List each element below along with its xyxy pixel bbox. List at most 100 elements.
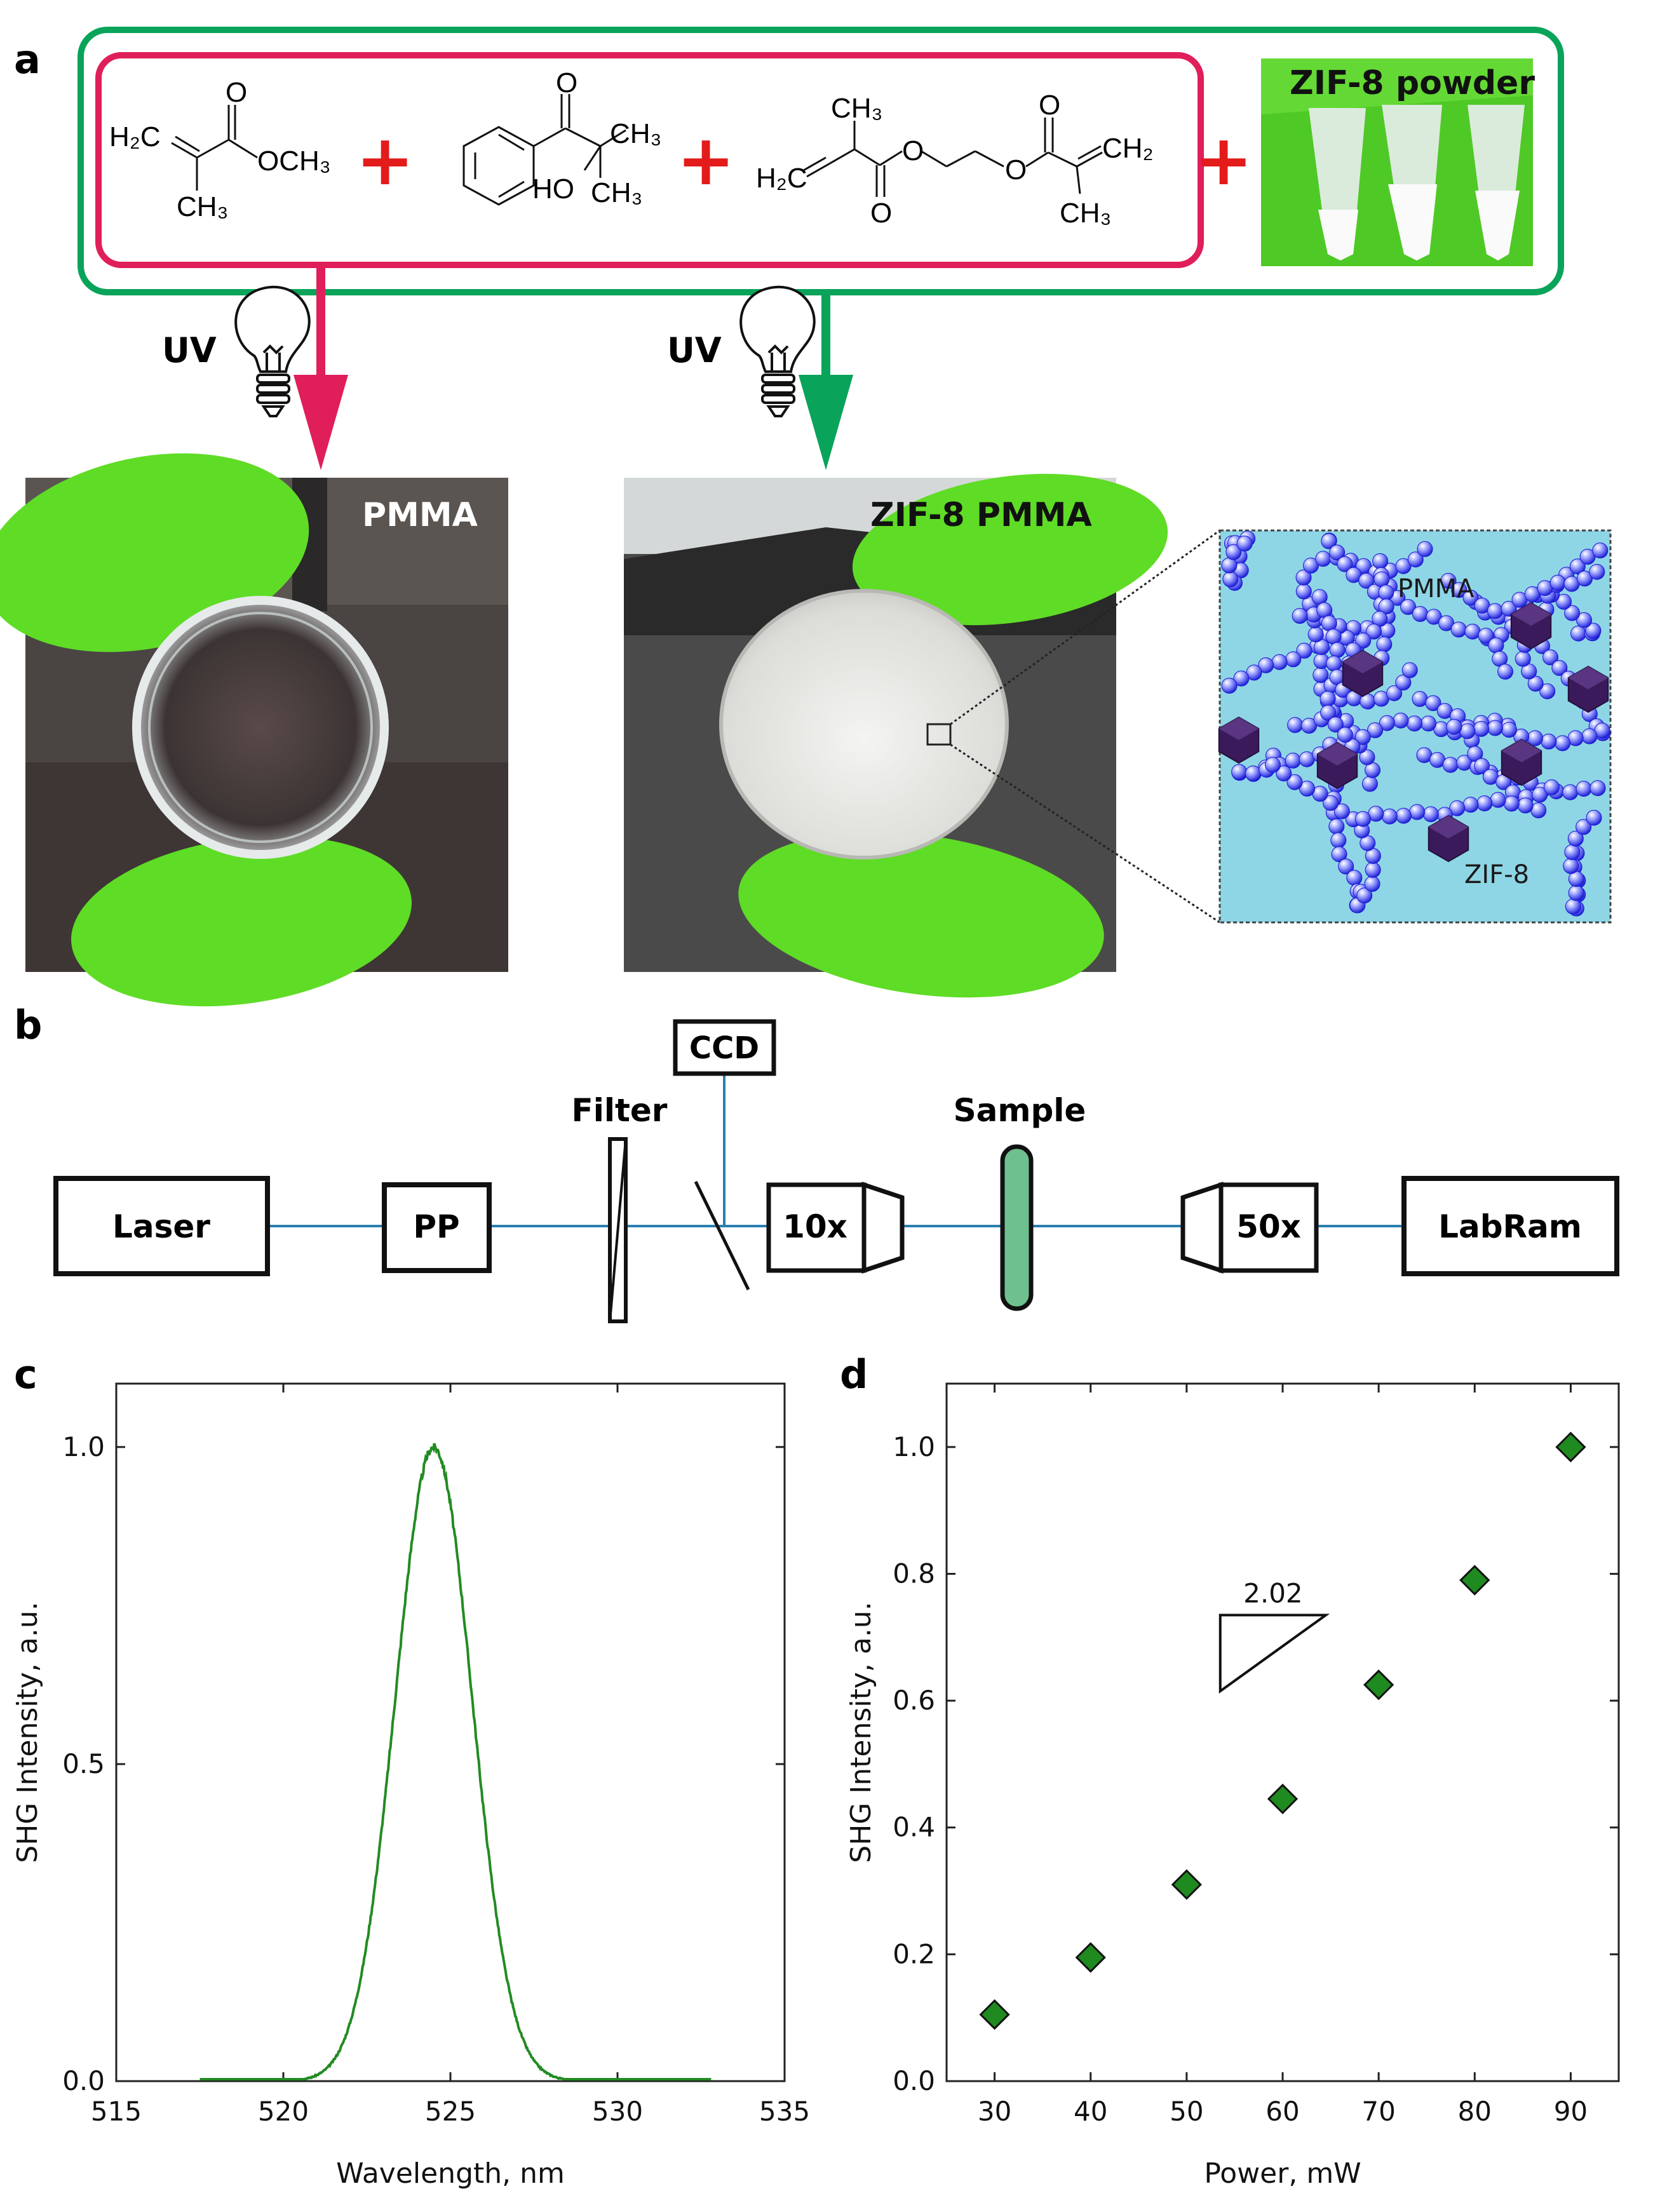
ccd-box xyxy=(673,1019,776,1076)
x-tick-label: 530 xyxy=(592,2096,643,2127)
initiator-ch3-bottom: CH₃ xyxy=(591,177,642,208)
pmma-sphere xyxy=(1323,795,1339,811)
powder-label: ZIF-8 powder xyxy=(1290,64,1535,102)
pmma-sphere xyxy=(1585,623,1602,639)
pmma-sphere xyxy=(1395,558,1412,574)
pmma-sphere xyxy=(1231,764,1248,780)
zif8-crystal-facet xyxy=(1511,603,1551,626)
pmma-disc-photo xyxy=(0,453,508,1007)
data-point xyxy=(1267,1783,1299,1814)
uv-label-2: UV xyxy=(667,330,722,370)
laser-label: Laser xyxy=(112,1208,210,1245)
pmma-sphere xyxy=(1551,660,1568,676)
pmma-sphere xyxy=(1386,685,1403,701)
crosslinker-structure xyxy=(803,118,1103,197)
crosslinker-o-carbonyl1: O xyxy=(870,198,892,229)
pmma-sphere xyxy=(1338,858,1354,875)
y-tick-label: 0.2 xyxy=(893,1938,935,1969)
data-point xyxy=(1171,1869,1202,1900)
pmma-sphere xyxy=(1276,765,1292,781)
pmma-sphere xyxy=(1589,780,1606,797)
pmma-sphere xyxy=(1555,735,1571,752)
pmma-sphere xyxy=(1407,715,1422,732)
beam-splitter xyxy=(694,1180,750,1291)
pmma-sphere xyxy=(1490,792,1506,808)
x-tick-label: 30 xyxy=(978,2096,1011,2127)
labram-label: LabRam xyxy=(1438,1208,1582,1245)
pmma-sphere xyxy=(1325,628,1342,645)
pmma-sphere xyxy=(1476,795,1493,812)
pmma-sphere xyxy=(1379,715,1395,731)
pmma-sphere xyxy=(1367,722,1383,738)
pmma-sphere xyxy=(1589,563,1605,580)
pmma-sphere xyxy=(1438,615,1455,631)
pmma-sphere xyxy=(1450,621,1467,638)
y-axis-label: SHG Intensity, a.u. xyxy=(11,1602,44,1863)
pmma-sphere xyxy=(1337,727,1353,743)
pmma-sphere xyxy=(1544,779,1560,795)
pmma-sphere xyxy=(1329,544,1346,561)
slope-triangle xyxy=(1218,1614,1330,1694)
pmma-sphere xyxy=(1364,875,1380,892)
pmma-sphere xyxy=(1393,712,1409,729)
pmma-sphere xyxy=(1328,818,1345,835)
pmma-sphere xyxy=(1222,571,1239,588)
pmma-sphere xyxy=(1346,870,1363,886)
pmma-sphere xyxy=(1576,612,1592,628)
pmma-sphere xyxy=(1562,784,1579,800)
initiator-ch3-right: CH₃ xyxy=(610,118,661,149)
red-frame xyxy=(95,52,1204,268)
x-tick-label: 70 xyxy=(1361,2096,1395,2127)
pmma-sphere xyxy=(1395,674,1412,691)
pmma-sphere xyxy=(1568,885,1584,901)
green-arrow xyxy=(799,293,853,470)
pmma-sphere xyxy=(1299,780,1315,797)
crosslinker-ch2: CH₂ xyxy=(1102,133,1154,164)
zif8-crystal-facet xyxy=(1501,739,1542,762)
mma-och3: OCH₃ xyxy=(257,145,331,177)
pmma-sphere xyxy=(1366,623,1382,640)
panel-label-b: b xyxy=(14,1002,42,1048)
zif8-powder-photo xyxy=(1261,58,1533,266)
y-tick-label: 0.6 xyxy=(893,1685,935,1716)
inset-zif-label: ZIF-8 xyxy=(1464,860,1529,889)
pmma-sphere xyxy=(1236,536,1253,552)
pmma-sphere xyxy=(1417,541,1433,557)
pmma-sphere xyxy=(1355,632,1372,649)
pmma-sphere xyxy=(1422,806,1439,823)
pmma-sphere xyxy=(1579,548,1596,565)
pmma-sphere xyxy=(1333,803,1350,819)
pmma-sphere xyxy=(1569,558,1586,575)
pmma-sphere xyxy=(1320,705,1337,721)
pmma-sphere xyxy=(1517,797,1534,814)
pmma-sphere xyxy=(1395,807,1412,824)
initiator-ho: HO xyxy=(532,173,574,205)
pmma-sphere xyxy=(1295,569,1312,586)
panel-label-c: c xyxy=(14,1351,37,1398)
pmma-sphere xyxy=(1542,649,1558,666)
pmma-sphere xyxy=(1567,830,1584,847)
x-tick-label: 525 xyxy=(425,2096,476,2127)
pmma-sphere xyxy=(1354,729,1371,745)
plus-sign-2: + xyxy=(677,119,735,201)
chart-d-frame xyxy=(945,1382,1620,2082)
zif8-pmma-disc-photo xyxy=(624,473,1168,998)
pmma-sphere xyxy=(1556,593,1572,610)
pmma-sphere xyxy=(1412,606,1428,622)
pmma-sphere xyxy=(1425,695,1441,711)
pmma-sphere xyxy=(1286,774,1303,790)
pmma-sphere xyxy=(1565,898,1581,915)
pmma-sphere xyxy=(1487,720,1503,736)
x-axis-label: Wavelength, nm xyxy=(336,2157,565,2190)
plus-sign-1: + xyxy=(356,119,414,201)
red-arrow xyxy=(294,267,348,470)
pmma-sphere xyxy=(1271,654,1288,670)
pmma-sphere xyxy=(1378,598,1394,615)
pmma-sphere xyxy=(1401,662,1418,678)
y-tick-label: 0.0 xyxy=(62,2065,105,2096)
zif8-crystal-facet xyxy=(1342,651,1383,673)
x-tick-label: 535 xyxy=(759,2096,810,2127)
zif8-crystal-facet xyxy=(1568,666,1609,689)
pmma-sphere xyxy=(1356,887,1373,904)
y-tick-label: 0.4 xyxy=(893,1812,935,1843)
